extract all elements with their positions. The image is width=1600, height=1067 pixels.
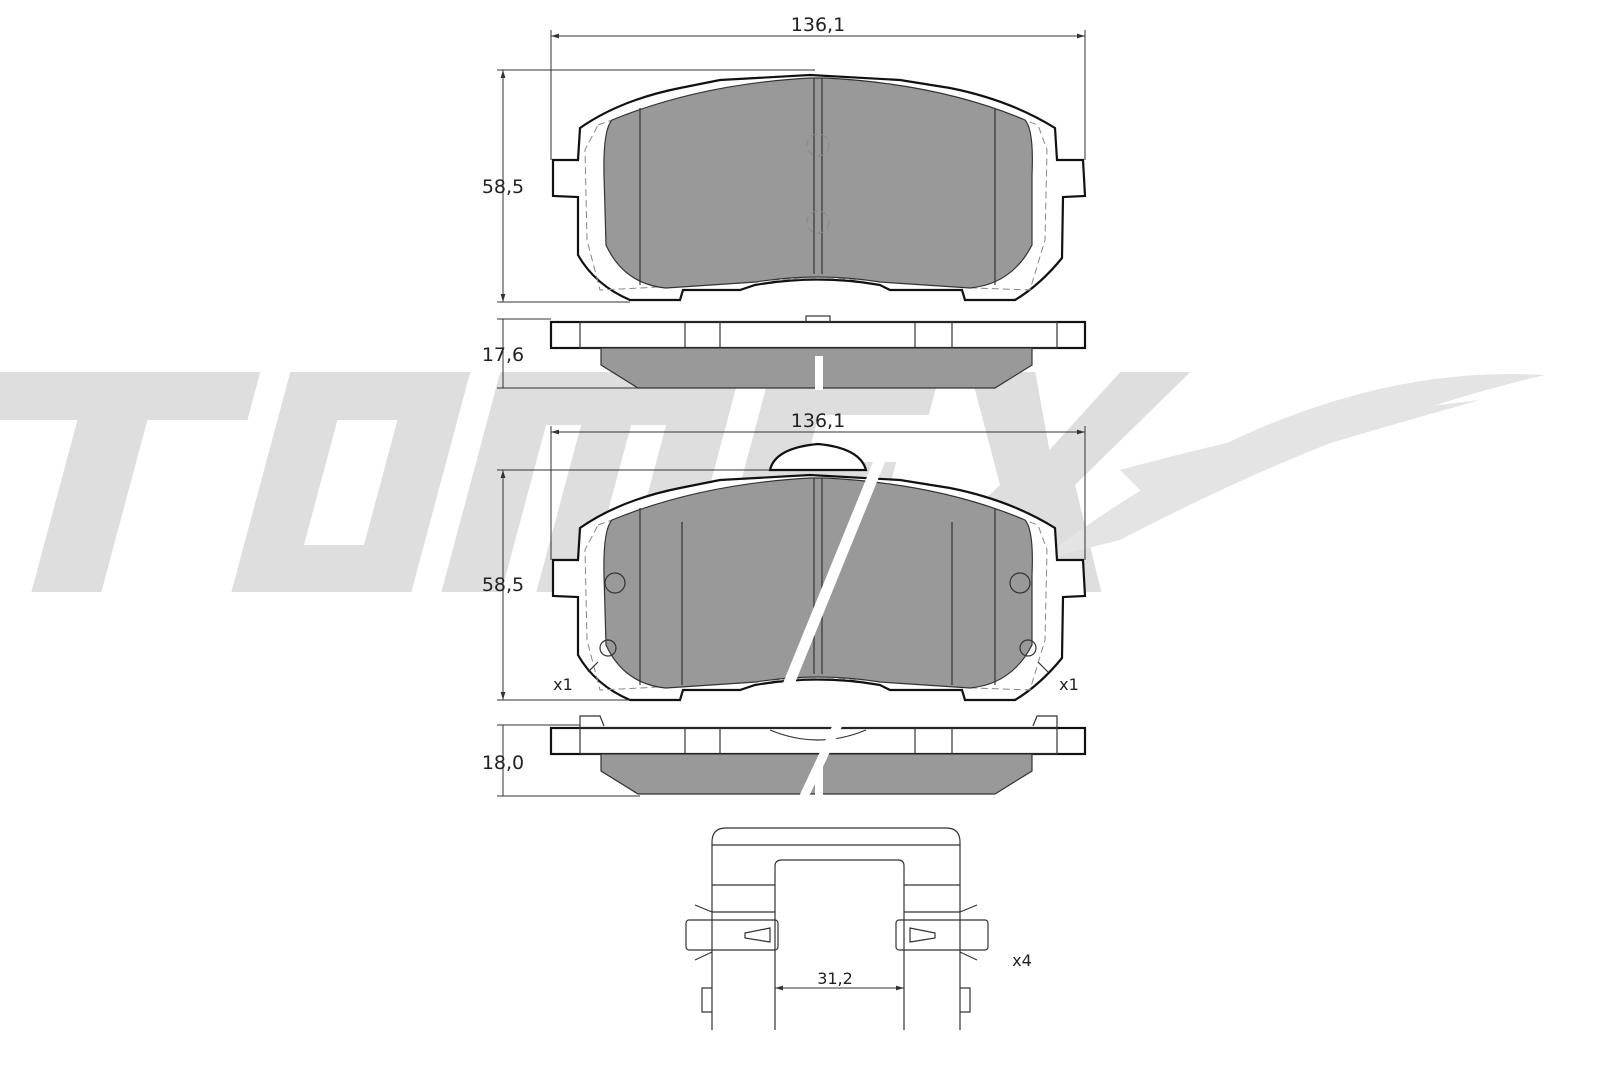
pad-1-dimensions — [497, 30, 1086, 389]
pad-2-left-quantity: x1 — [553, 675, 573, 694]
pad-1-face-view — [551, 73, 1087, 302]
pad-2-height-label: 58,5 — [482, 574, 524, 596]
pad-1-width-label: 136,1 — [791, 14, 845, 36]
clip-gap-label: 31,2 — [817, 969, 853, 988]
pad-2-face-view — [551, 442, 1087, 715]
pad-2-side-view — [549, 715, 1087, 805]
pad-2-width-label: 136,1 — [791, 410, 845, 432]
pad-2-thickness-label: 18,0 — [482, 752, 524, 774]
clip-kit-drawing — [685, 827, 989, 1030]
pad-1-side-view — [549, 315, 1087, 392]
pad-2-dimensions — [497, 426, 1086, 797]
pad-2-right-quantity: x1 — [1059, 675, 1079, 694]
pad-1-height-label: 58,5 — [482, 176, 524, 198]
clip-kit-quantity: x4 — [1012, 951, 1032, 970]
pad-1-thickness-label: 17,6 — [482, 344, 524, 366]
